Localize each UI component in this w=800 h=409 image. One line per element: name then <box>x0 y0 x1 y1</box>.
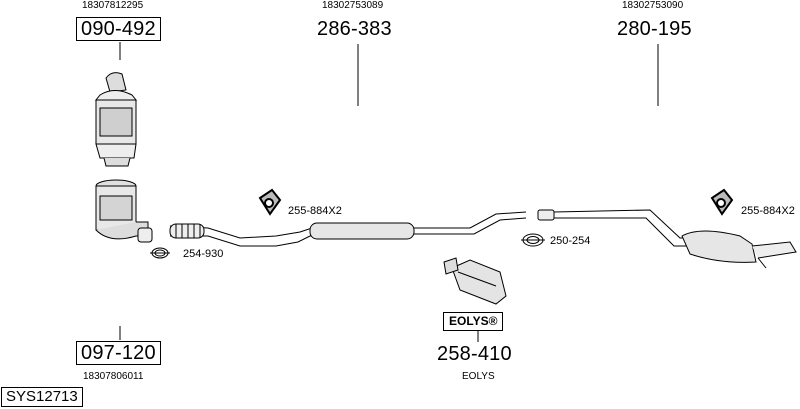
system-code: SYS12713 <box>1 387 83 407</box>
part-number[interactable]: 258-410 <box>437 343 512 365</box>
part-number-box[interactable]: 097-120 <box>76 341 161 365</box>
middle-silencer <box>309 211 527 240</box>
fitting-label[interactable]: 254-930 <box>183 248 224 260</box>
clamp-250-254 <box>521 233 545 247</box>
eolys-tank <box>443 257 507 305</box>
gasket-255-884-left <box>258 188 282 216</box>
front-pipe <box>169 223 331 247</box>
reference-number: 18307806011 <box>83 371 144 382</box>
reference-number: 18302753089 <box>322 0 384 11</box>
eolys-logo: EOLYS® <box>443 312 504 331</box>
part-number[interactable]: 286-383 <box>317 18 392 40</box>
fitting-label[interactable]: 255-884X2 <box>288 205 342 217</box>
fitting-label[interactable]: 255-884X2 <box>741 205 795 217</box>
reference-number: EOLYS <box>462 371 495 382</box>
fitting-label[interactable]: 250-254 <box>550 235 591 247</box>
rear-silencer <box>537 209 797 269</box>
catalytic-converter-upper <box>94 72 138 167</box>
gasket-255-884-right <box>710 188 734 216</box>
reference-number: 18302753090 <box>622 0 684 11</box>
clamp-254-930 <box>150 247 170 259</box>
part-number-box[interactable]: 090-492 <box>76 17 161 41</box>
reference-number: 18307812295 <box>82 0 144 11</box>
part-number[interactable]: 280-195 <box>617 18 692 40</box>
particulate-filter <box>95 179 153 243</box>
